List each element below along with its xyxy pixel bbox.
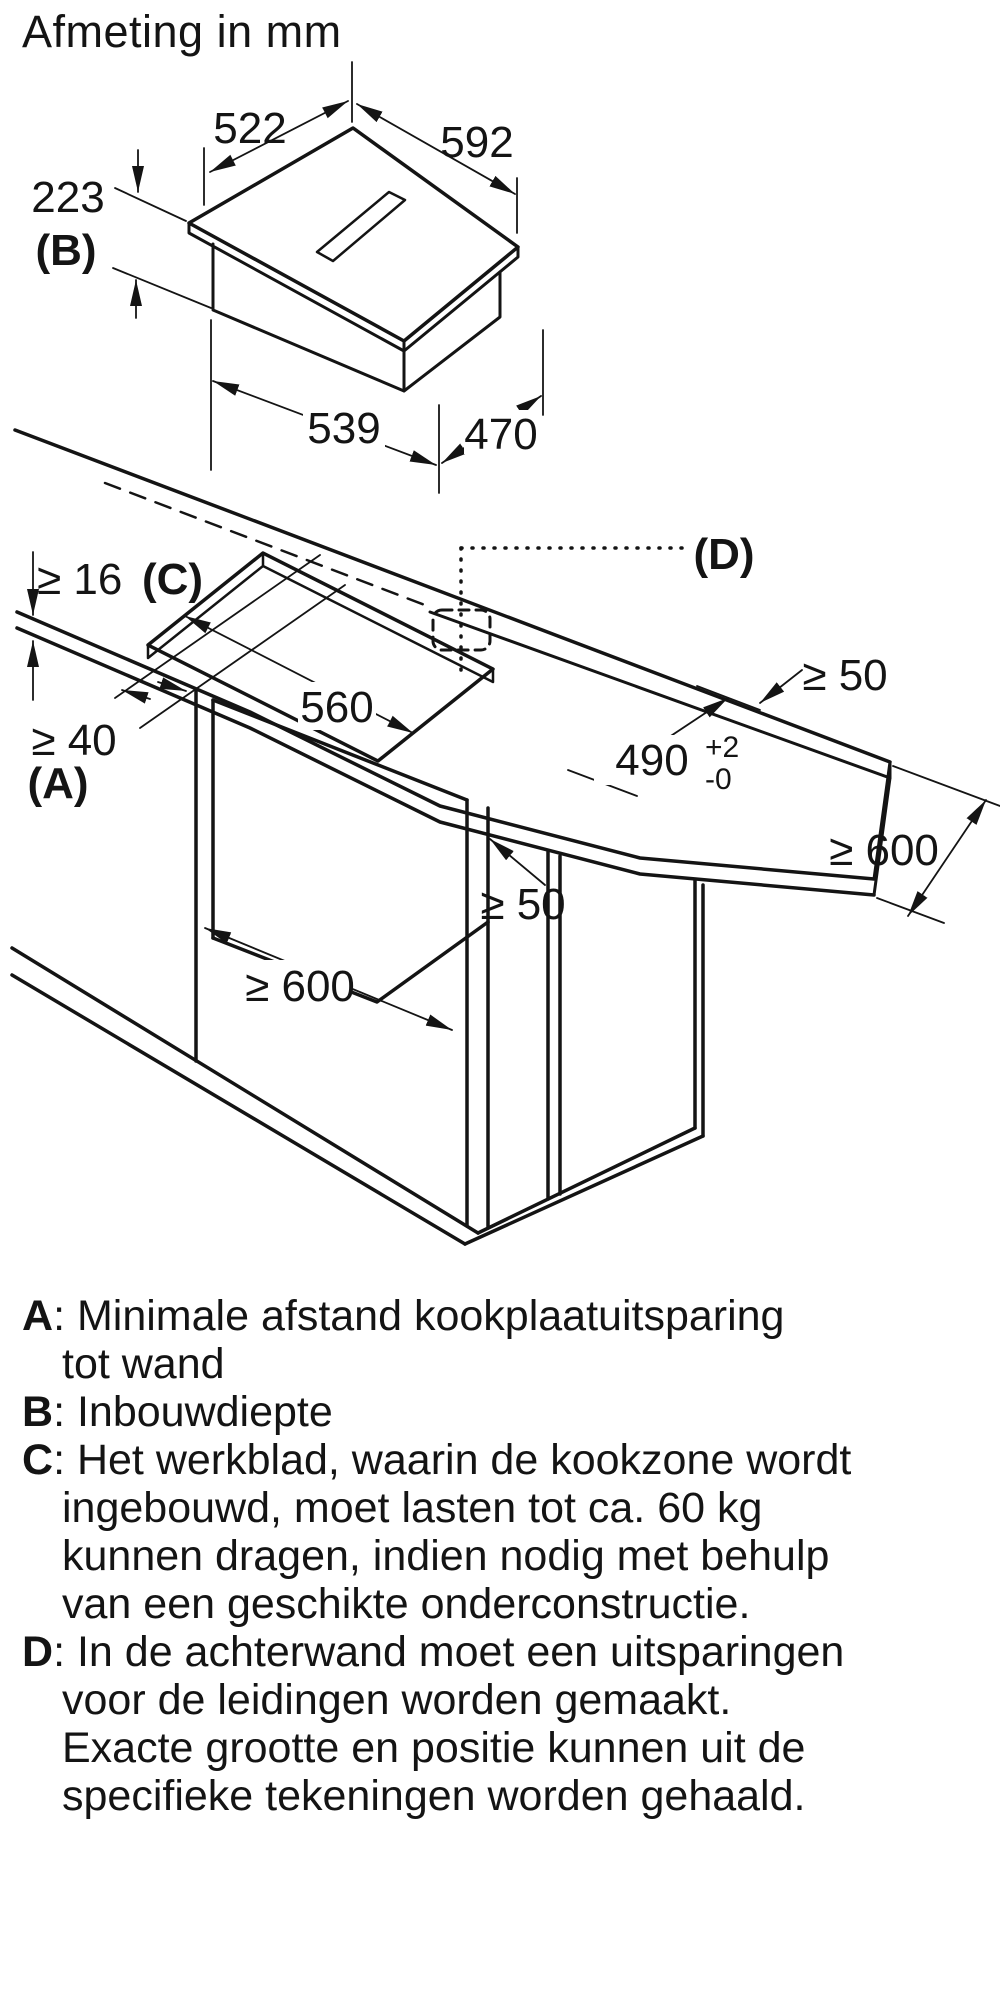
dim-line-592 — [356, 103, 516, 195]
dim-label-50-front: ≥ 50 — [480, 880, 565, 929]
legend-text: van een geschikte onderconstructie. — [62, 1580, 751, 1628]
dim-label-490: 490 — [615, 736, 688, 785]
wall-hidden-dashed-line — [103, 481, 432, 609]
technical-drawing: 522 592 223 (B) 539 470 — [10, 61, 1000, 1246]
legend-text: tot wand — [62, 1340, 225, 1388]
legend-text: In de achterwand moet een uitsparingen — [76, 1628, 845, 1676]
ext-600-back — [892, 765, 1000, 807]
dim-label-40: ≥ 40 — [31, 716, 116, 765]
dim-label-522: 522 — [213, 104, 286, 153]
legend-line: C: Het werkblad, waarin de kookzone word… — [22, 1436, 972, 1484]
dim-label-16: ≥ 16 — [37, 555, 122, 604]
legend-sep: : — [53, 1292, 77, 1340]
worktop-right-end-face — [872, 760, 892, 897]
ref-label-b: (B) — [35, 226, 96, 275]
bg-490 — [594, 735, 750, 785]
bg-470 — [464, 410, 538, 454]
legend-text: Het werkblad, waarin de kookzone wordt — [76, 1436, 852, 1484]
dim-label-470: 470 — [464, 410, 537, 459]
cabinet-lines — [10, 688, 705, 1246]
legend-item-b: B: Inbouwdiepte — [22, 1388, 972, 1436]
legend-sep: : — [53, 1628, 77, 1676]
legend-key-c: C — [22, 1436, 54, 1484]
ref-label-d: (D) — [693, 530, 754, 579]
installation-drawing: ≥ 16 (C) ≥ 40 (A) 560 490 +2 -0 (D) ≥ 50… — [10, 428, 1000, 1246]
cabinet-base-front-edge — [10, 946, 480, 1235]
worktop-back-edge — [428, 610, 892, 780]
legend-text: ingebouwd, moet lasten tot ca. 60 kg — [62, 1484, 763, 1532]
legend-text: Inbouwdiepte — [76, 1388, 333, 1436]
dim-label-600-width: ≥ 600 — [245, 962, 355, 1011]
arrow-40-left — [121, 689, 151, 704]
legend-key-a: A — [22, 1292, 54, 1340]
dim-line-522 — [209, 100, 349, 173]
legend-sep: : — [53, 1436, 77, 1484]
legend-text: specifieke tekeningen worden gehaald. — [62, 1772, 806, 1820]
arrow-40-right — [157, 677, 187, 692]
legend-line: D: In de achterwand moet een uitsparinge… — [22, 1628, 972, 1676]
legend-sep: : — [53, 1388, 77, 1436]
bg-560 — [298, 682, 376, 730]
dim-label-539: 539 — [307, 404, 380, 453]
legend-text: Minimale afstand kookplaatuitsparing — [76, 1292, 785, 1340]
legend-item-a: A: Minimale afstand kookplaatuitsparing … — [22, 1292, 972, 1388]
dim-label-600-depth: ≥ 600 — [829, 826, 939, 875]
wall-top-line — [13, 428, 892, 764]
legend-text: kunnen dragen, indien nodig met behulp — [62, 1532, 830, 1580]
dim-label-560: 560 — [300, 683, 373, 732]
floor-line-right — [463, 1134, 705, 1246]
ext-223-top — [114, 187, 187, 222]
ext-223-bottom — [112, 267, 212, 309]
ref-label-a: (A) — [27, 759, 88, 808]
hob-isometric-drawing: 522 592 223 (B) 539 470 — [31, 61, 544, 494]
legend-text: Exacte grootte en positie kunnen uit de — [62, 1724, 806, 1772]
hob-vent-slot — [315, 190, 407, 263]
dim-label-223: 223 — [31, 173, 104, 222]
legend-item-c: C: Het werkblad, waarin de kookzone word… — [22, 1436, 972, 1628]
hob-label-backgrounds — [303, 404, 538, 454]
hob-labels: 522 592 223 (B) 539 470 — [31, 104, 537, 459]
hob-body-edges — [211, 242, 502, 393]
legend-key-b: B — [22, 1388, 54, 1436]
rear-wall-hole-dashed-rect — [431, 608, 492, 652]
cutout-inner-rim — [146, 551, 495, 684]
dim-label-592: 592 — [440, 118, 513, 167]
dim-line-600-depth — [907, 799, 987, 917]
legend-line: A: Minimale afstand kookplaatuitsparing — [22, 1292, 972, 1340]
ext-600-front — [876, 897, 945, 924]
legend-line: B: Inbouwdiepte — [22, 1388, 972, 1436]
legend: A: Minimale afstand kookplaatuitsparing … — [22, 1292, 972, 1820]
legend-key-d: D — [22, 1628, 54, 1676]
dim-label-50-side: ≥ 50 — [802, 651, 887, 700]
legend-text: voor de leidingen worden gemaakt. — [62, 1676, 732, 1724]
arrow-50-side — [759, 669, 803, 704]
legend-item-d: D: In de achterwand moet een uitsparinge… — [22, 1628, 972, 1820]
ext-490-back — [696, 685, 761, 711]
bg-539 — [303, 404, 385, 449]
cabinet-base-right-edge — [476, 1126, 697, 1235]
arrow-50-front — [489, 838, 546, 886]
dim-label-490-tol-plus: +2 — [705, 731, 739, 764]
hob-dimension-lines — [112, 61, 544, 494]
ref-label-c: (C) — [142, 555, 203, 604]
floor-line — [10, 973, 467, 1246]
dim-label-490-tol-minus: -0 — [705, 763, 732, 796]
bg-600-width — [248, 960, 352, 1008]
install-label-backgrounds — [248, 682, 750, 1008]
page-title: Afmeting in mm — [22, 6, 342, 57]
worktop-front-bottom-edge — [15, 626, 876, 897]
install-labels: ≥ 16 (C) ≥ 40 (A) 560 490 +2 -0 (D) ≥ 50… — [27, 530, 938, 1011]
